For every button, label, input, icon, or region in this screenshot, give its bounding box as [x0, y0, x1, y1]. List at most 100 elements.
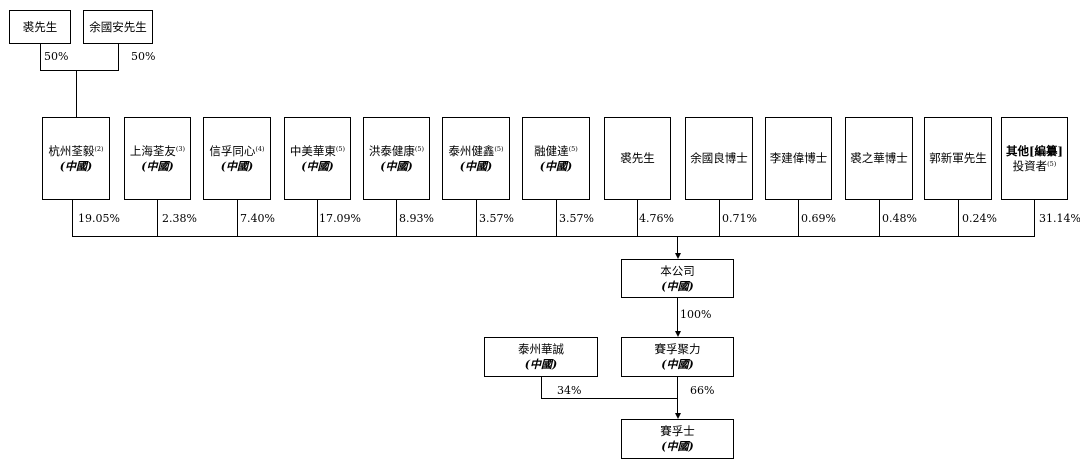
connector-line — [317, 200, 318, 236]
footnote-mark: (4) — [255, 144, 265, 153]
connector-line — [76, 70, 77, 117]
shareholding-pct: 3.57% — [479, 212, 514, 225]
region-label: (中國) — [220, 159, 254, 173]
connector-line — [118, 44, 119, 70]
shareholder-name: 杭州荃毅(2) — [48, 143, 104, 158]
shareholder-box-rongjianda: 融健達(5) (中國) — [522, 117, 590, 200]
shareholder-name: 上海荃友(3) — [129, 143, 186, 158]
region-label: (中國) — [524, 358, 558, 371]
owner-pct: 50% — [131, 50, 156, 63]
partner-name: 泰州華誠 — [518, 342, 564, 356]
shareholder-box-li-jianwei: 李建偉博士 — [765, 117, 832, 200]
connector-line — [1034, 200, 1035, 236]
shareholding-pct: 7.40% — [240, 212, 275, 225]
shareholder-name-line2: 投資者(5) — [1012, 158, 1057, 173]
connector-line — [541, 398, 678, 399]
company-name: 本公司 — [660, 263, 695, 278]
shareholding-pct: 4.76% — [639, 212, 674, 225]
shareholder-name: 郭新軍先生 — [929, 151, 987, 165]
arrow-head — [675, 331, 681, 337]
shareholder-name: 泰州健鑫(5) — [448, 143, 504, 158]
shareholder-box-hangzhou-quanyi: 杭州荃毅(2) (中國) — [42, 117, 110, 200]
footnote-mark: (3) — [175, 144, 186, 153]
region-label: (中國) — [661, 279, 694, 293]
shareholding-pct: 0.69% — [801, 212, 836, 225]
region-label: (中國) — [661, 440, 694, 453]
region-label: (中國) — [661, 358, 694, 371]
connector-line — [677, 377, 678, 413]
connector-line — [40, 70, 119, 71]
footnote-mark: (5) — [568, 144, 578, 153]
region-label: (中國) — [301, 159, 334, 173]
shareholding-pct: 0.71% — [722, 212, 757, 225]
footnote-mark: (5) — [335, 144, 346, 153]
owner-box-yu-guoan: 余國安先生 — [83, 10, 153, 44]
shareholder-box-shanghai-quanyou: 上海荃友(3) (中國) — [124, 117, 191, 200]
footnote-mark: (5) — [494, 144, 504, 153]
shareholder-name: 裘先生 — [620, 151, 655, 165]
shareholder-name: 余國良博士 — [690, 151, 748, 165]
connector-line — [541, 377, 542, 398]
final-entity-box: 賽孚士 (中國) — [621, 419, 734, 459]
region-label: (中國) — [459, 159, 493, 173]
shareholder-box-guo-xinjun: 郭新軍先生 — [924, 117, 992, 200]
owner-box-qiu: 裘先生 — [9, 10, 71, 44]
shareholder-name: 融健達(5) — [534, 143, 578, 158]
shareholding-pct: 19.05% — [78, 212, 120, 225]
subsidiary-name: 賽孚聚力 — [654, 342, 701, 356]
owner-name: 裘先生 — [22, 19, 58, 34]
connector-line — [40, 44, 41, 70]
company-to-subsidiary-pct: 100% — [680, 308, 712, 321]
shareholding-pct: 17.09% — [319, 212, 361, 225]
connector-line — [72, 236, 1035, 237]
connector-line — [958, 200, 959, 236]
subsidiary-pct: 66% — [690, 384, 715, 397]
shareholder-box-qiu-zhihua: 裘之華博士 — [845, 117, 913, 200]
shareholder-box-xinfu-tongxin: 信孚同心(4) (中國) — [203, 117, 271, 200]
shareholding-pct: 0.48% — [882, 212, 917, 225]
partner-pct: 34% — [557, 384, 582, 397]
partner-box: 泰州華誠 (中國) — [484, 337, 598, 377]
connector-line — [798, 200, 799, 236]
footnote-mark: (5) — [414, 144, 425, 153]
shareholder-box-other-investors: 其他[編纂] 投資者(5) — [1001, 117, 1068, 200]
shareholder-name: 裘之華博士 — [850, 151, 908, 165]
footnote-mark: (2) — [94, 144, 104, 153]
shareholder-box-taizhou-jianxin: 泰州健鑫(5) (中國) — [442, 117, 510, 200]
connector-line — [72, 200, 73, 236]
arrow-head — [675, 413, 681, 419]
connector-line — [879, 200, 880, 236]
subsidiary-box: 賽孚聚力 (中國) — [621, 337, 734, 377]
shareholding-pct: 3.57% — [559, 212, 594, 225]
connector-line — [396, 200, 397, 236]
shareholder-box-qiu: 裘先生 — [604, 117, 671, 200]
owner-pct: 50% — [44, 50, 69, 63]
final-entity-name: 賽孚士 — [660, 424, 695, 438]
shareholder-box-yu-guoliang: 余國良博士 — [685, 117, 753, 200]
shareholder-name: 李建偉博士 — [769, 151, 828, 165]
shareholding-pct: 31.14% — [1039, 212, 1080, 225]
shareholder-box-hongtai-health: 洪泰健康(5) (中國) — [363, 117, 430, 200]
owner-name: 余國安先生 — [89, 19, 147, 34]
connector-line — [677, 236, 678, 253]
shareholder-box-zhongmei-huadong: 中美華東(5) (中國) — [284, 117, 351, 200]
connector-line — [719, 200, 720, 236]
shareholder-name: 其他[編纂] — [1006, 143, 1063, 158]
connector-line — [157, 200, 158, 236]
shareholding-pct: 8.93% — [399, 212, 434, 225]
shareholding-pct: 2.38% — [162, 212, 197, 225]
region-label: (中國) — [380, 159, 413, 173]
connector-line — [237, 200, 238, 236]
company-box: 本公司 (中國) — [621, 259, 734, 298]
region-label: (中國) — [59, 159, 93, 173]
region-label: (中國) — [141, 159, 174, 173]
arrow-head — [675, 253, 681, 259]
connector-line — [677, 298, 678, 331]
shareholder-name: 中美華東(5) — [289, 143, 346, 158]
footnote-mark: (5) — [1047, 159, 1057, 168]
shareholding-pct: 0.24% — [962, 212, 997, 225]
connector-line — [476, 200, 477, 236]
connector-line — [637, 200, 638, 236]
connector-line — [556, 200, 557, 236]
shareholder-name: 信孚同心(4) — [209, 143, 265, 158]
